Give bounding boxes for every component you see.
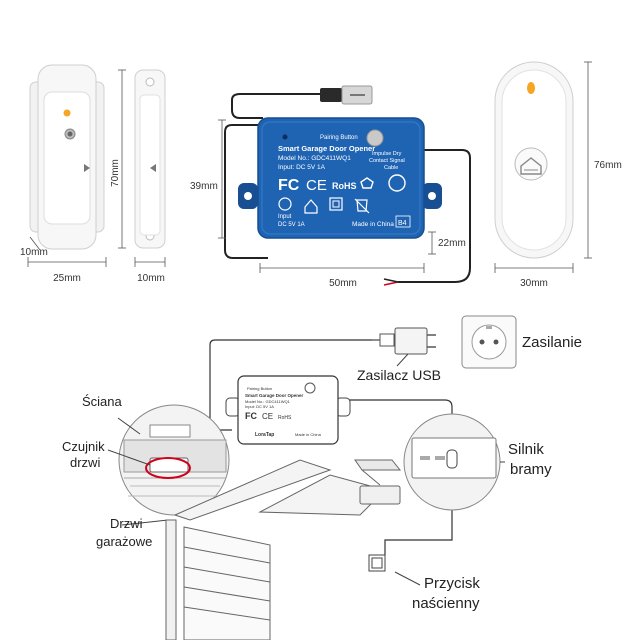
code-label: B4	[398, 220, 407, 227]
garage-illustration	[165, 459, 402, 640]
garage-door-label-2: garażowe	[96, 534, 152, 549]
sensor-highlight	[145, 457, 191, 479]
sensor-dimension-lines	[27, 69, 166, 267]
garage-opener-module: Pairing Button Smart Garage Door Opener …	[238, 117, 442, 239]
usb-power-adapter	[372, 327, 436, 355]
device-input: Input: DC 5V 1A	[278, 164, 326, 171]
remote-dimension-lines	[494, 61, 592, 273]
house-icon	[304, 199, 318, 214]
sensor-height-label: 70mm	[110, 159, 121, 187]
device-model: Model No.: GDC411WQ1	[278, 155, 351, 162]
fcc-icon: FC	[278, 177, 300, 194]
mini-fc-icon: FC	[245, 411, 257, 421]
magnet-width-label: 10mm	[137, 273, 165, 284]
sensor-width-label: 25mm	[53, 273, 81, 284]
weee-bin-icon	[354, 198, 370, 214]
motor-label-1: Silnik	[508, 441, 544, 458]
garage-icon	[520, 157, 542, 175]
door-sensor-label-2: drzwi	[70, 455, 100, 470]
rohs-icon: RoHS	[332, 181, 357, 191]
remote-width-label: 30mm	[520, 278, 548, 289]
square-icon	[329, 197, 343, 211]
impulse-cable-top	[383, 149, 471, 286]
mini-model: Model No.: GDC411WQ1	[245, 399, 291, 404]
recycle-icon	[360, 177, 374, 189]
usb-leader-line	[396, 353, 409, 367]
motor-closeup	[403, 413, 501, 511]
input-value: DC 5V 1A	[278, 222, 305, 228]
cable-label: Cable	[384, 165, 398, 171]
pairing-label: Pairing Button	[320, 135, 358, 141]
wall-socket	[461, 315, 517, 369]
mini-ce-icon: CE	[262, 412, 273, 421]
usb-cable-top	[224, 85, 373, 259]
wall-label: Ściana	[82, 394, 123, 409]
device-title: Smart Garage Door Opener	[278, 144, 375, 153]
mini-made-in: Made in China	[295, 432, 322, 437]
sensor-led-icon	[63, 109, 71, 117]
mini-title: Smart Garage Door Opener	[245, 393, 304, 398]
wall-button-label-2: naścienny	[412, 595, 480, 612]
eco-icon	[278, 197, 292, 211]
input-label: Input	[278, 214, 292, 220]
wireless-remote	[494, 61, 574, 259]
mini-pairing-label: Pairing Button	[247, 386, 272, 391]
door-magnet	[134, 69, 166, 249]
remote-height-label: 76mm	[594, 160, 622, 171]
ce-icon: CE	[306, 177, 327, 194]
installed-module: Pairing Button Smart Garage Door Opener …	[225, 375, 351, 445]
garage-door-label-1: Drzwi	[110, 516, 143, 531]
made-in-label: Made in China	[352, 221, 394, 228]
arrow-right-icon	[84, 164, 90, 172]
wall-button	[368, 554, 386, 572]
wall-button-label-1: Przycisk	[424, 575, 480, 592]
module-height-label: 39mm	[190, 181, 218, 192]
module-dimension-lines	[218, 119, 436, 273]
label-leader-lines	[107, 417, 505, 586]
sensor-thickness-label: 10mm	[20, 247, 48, 258]
mini-brand: LoraTap	[255, 432, 274, 438]
usb-supply-label: Zasilacz USB	[357, 367, 441, 383]
door-sensor	[29, 64, 105, 250]
brand-logo-icon	[388, 174, 406, 192]
pairing-button[interactable]	[366, 129, 384, 147]
remote-button[interactable]	[514, 147, 548, 181]
motor-label-2: bramy	[510, 461, 552, 478]
mini-rohs-icon: RoHS	[278, 415, 292, 421]
mini-input: Input: DC 5V 1A	[245, 404, 274, 409]
power-label: Zasilanie	[522, 334, 582, 351]
contact-label: Contact Signal	[369, 158, 405, 164]
door-sensor-closeup	[118, 404, 230, 516]
module-depth-label: 22mm	[438, 238, 466, 249]
impulse-label: Impulse Dry	[372, 151, 402, 157]
arrow-left-icon	[150, 164, 156, 172]
module-width-label: 50mm	[329, 278, 357, 289]
remote-led-icon	[527, 82, 535, 94]
door-sensor-label-1: Czujnik	[62, 439, 105, 454]
